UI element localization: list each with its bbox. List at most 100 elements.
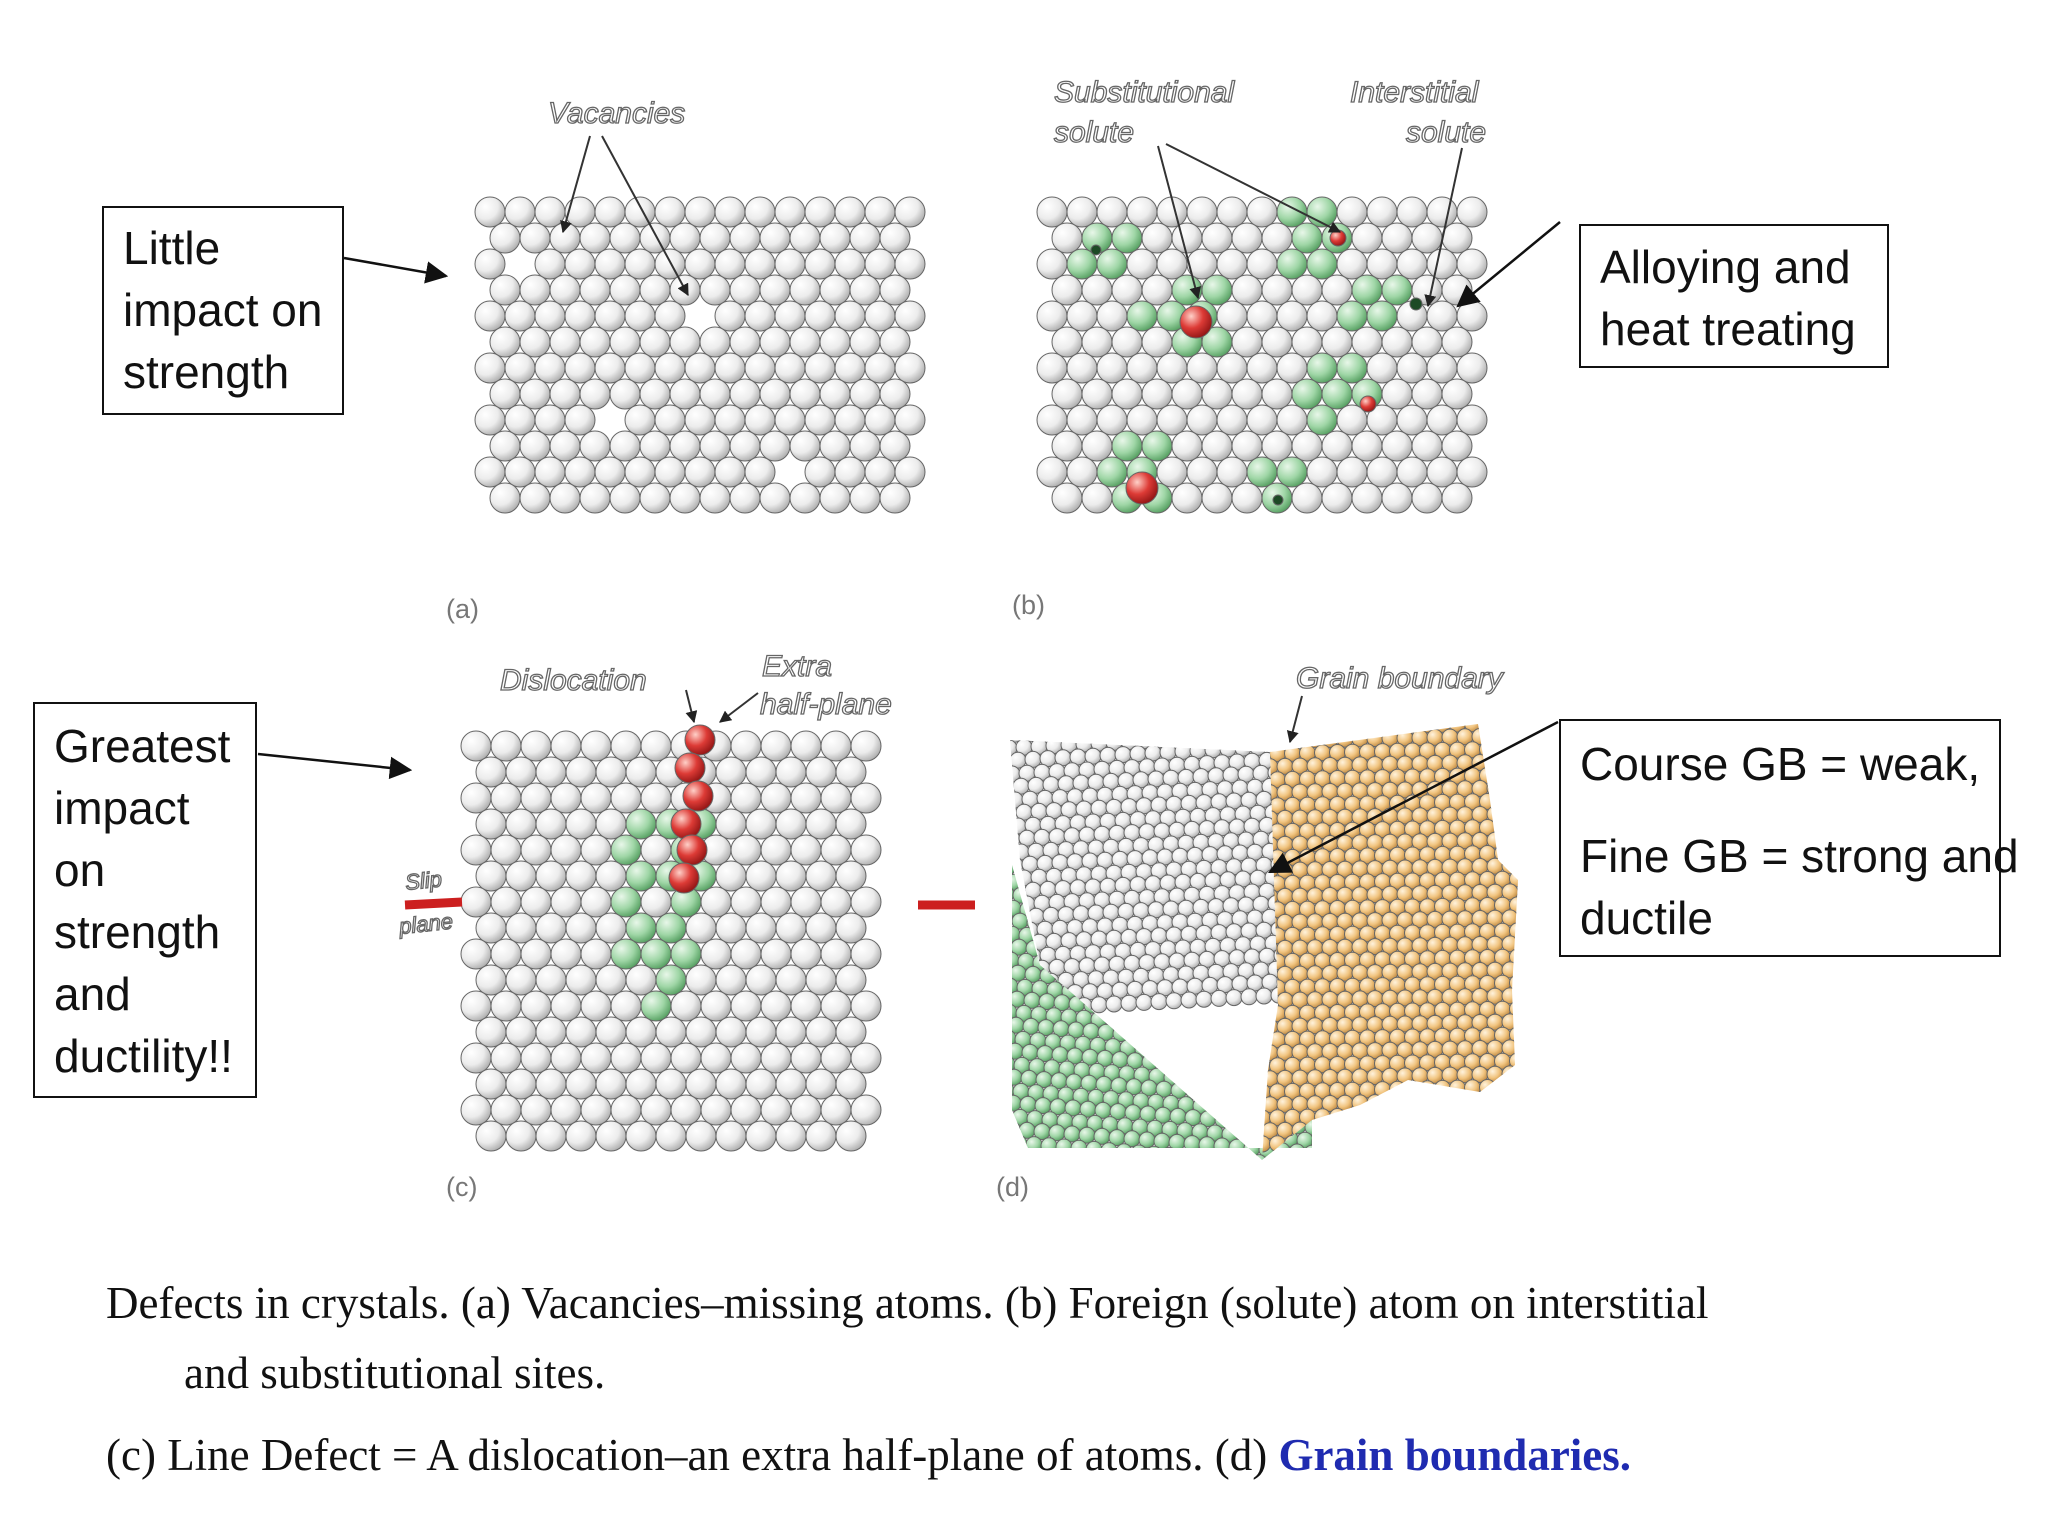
atom	[654, 456, 686, 488]
atom	[1509, 724, 1518, 732]
extra-half-plane-label-line-1: Extra	[762, 650, 832, 683]
atom	[1321, 378, 1353, 410]
atom	[1107, 1155, 1125, 1160]
atom	[714, 196, 746, 228]
atom	[1165, 740, 1183, 748]
atom	[565, 860, 597, 892]
atom	[790, 938, 822, 970]
atom	[1302, 1197, 1318, 1213]
atom	[1336, 300, 1368, 332]
atom	[1464, 1079, 1481, 1097]
atom	[1299, 724, 1316, 736]
atom	[520, 1094, 552, 1126]
atom	[1351, 222, 1383, 254]
atom	[1261, 378, 1293, 410]
solute-atom	[1409, 297, 1423, 311]
caption-line-3-text: (c) Line Defect = A dislocation–an extra…	[106, 1430, 1279, 1480]
substitutional-label-line-2: solute	[1054, 116, 1134, 149]
atom	[1152, 1185, 1168, 1201]
atom	[1381, 274, 1413, 306]
atom	[760, 782, 792, 814]
atom	[1126, 404, 1158, 436]
atom	[1250, 1154, 1268, 1160]
atom	[1464, 1105, 1481, 1123]
substitutional-pointer-2	[1165, 143, 1342, 233]
atom	[1180, 1018, 1198, 1036]
atom	[505, 860, 537, 892]
atom	[550, 1042, 582, 1074]
atom	[775, 860, 807, 892]
atom	[1135, 993, 1153, 1011]
atom	[489, 430, 521, 462]
atom	[609, 274, 641, 306]
atom	[992, 847, 1008, 863]
atom	[550, 730, 582, 762]
atom	[1216, 456, 1248, 488]
atom	[535, 964, 567, 996]
atom	[760, 1042, 792, 1074]
atom	[595, 1016, 627, 1048]
atom	[1411, 430, 1443, 462]
atom	[1351, 1120, 1369, 1138]
atom	[774, 248, 806, 280]
atom	[1240, 988, 1258, 1006]
atom	[714, 404, 746, 436]
atom	[1411, 326, 1443, 358]
atom	[564, 248, 596, 280]
atom	[475, 1120, 507, 1152]
dislocation-label: Dislocation	[500, 664, 647, 697]
atom	[729, 430, 761, 462]
atom	[685, 1068, 717, 1100]
atom	[834, 300, 866, 332]
atom	[565, 1120, 597, 1152]
atom	[699, 222, 731, 254]
atom	[654, 300, 686, 332]
atom	[805, 1016, 837, 1048]
atom	[1126, 352, 1158, 384]
atom	[564, 300, 596, 332]
half-plane-atom	[682, 780, 714, 812]
atom	[609, 378, 641, 410]
atom	[879, 430, 911, 462]
atom	[745, 860, 777, 892]
atom	[1082, 722, 1098, 738]
atom	[1306, 456, 1338, 488]
atom	[1012, 937, 1013, 955]
atom	[1479, 1131, 1496, 1148]
vacancies-label: Vacancies	[548, 97, 685, 130]
atom	[610, 730, 642, 762]
atom	[1081, 326, 1113, 358]
atom	[1202, 1032, 1220, 1050]
atom	[475, 912, 507, 944]
atom	[1051, 326, 1083, 358]
atom	[595, 1120, 627, 1152]
atom	[1164, 1042, 1182, 1060]
atom	[1120, 1013, 1138, 1031]
atom	[715, 860, 747, 892]
atom	[534, 196, 566, 228]
atom	[550, 834, 582, 866]
atom	[1404, 1080, 1421, 1098]
atom	[1100, 1142, 1118, 1160]
atom	[594, 352, 626, 384]
atom	[1025, 1136, 1043, 1154]
callout-little-impact-box	[102, 206, 344, 415]
atom	[1157, 718, 1173, 734]
atom	[834, 352, 866, 384]
atom	[535, 1120, 567, 1152]
atom	[745, 964, 777, 996]
atom	[1201, 482, 1233, 514]
atom	[1224, 1047, 1242, 1065]
atom	[1295, 1184, 1311, 1200]
atom	[1012, 1016, 1025, 1034]
atom	[1351, 326, 1383, 358]
atom	[1012, 1146, 1020, 1160]
atom	[580, 730, 612, 762]
atom	[1344, 1133, 1361, 1151]
atom	[549, 326, 581, 358]
atom	[730, 1042, 762, 1074]
atom	[1441, 274, 1473, 306]
atom	[1156, 248, 1188, 280]
atom	[1404, 1132, 1421, 1150]
atom	[489, 274, 521, 306]
